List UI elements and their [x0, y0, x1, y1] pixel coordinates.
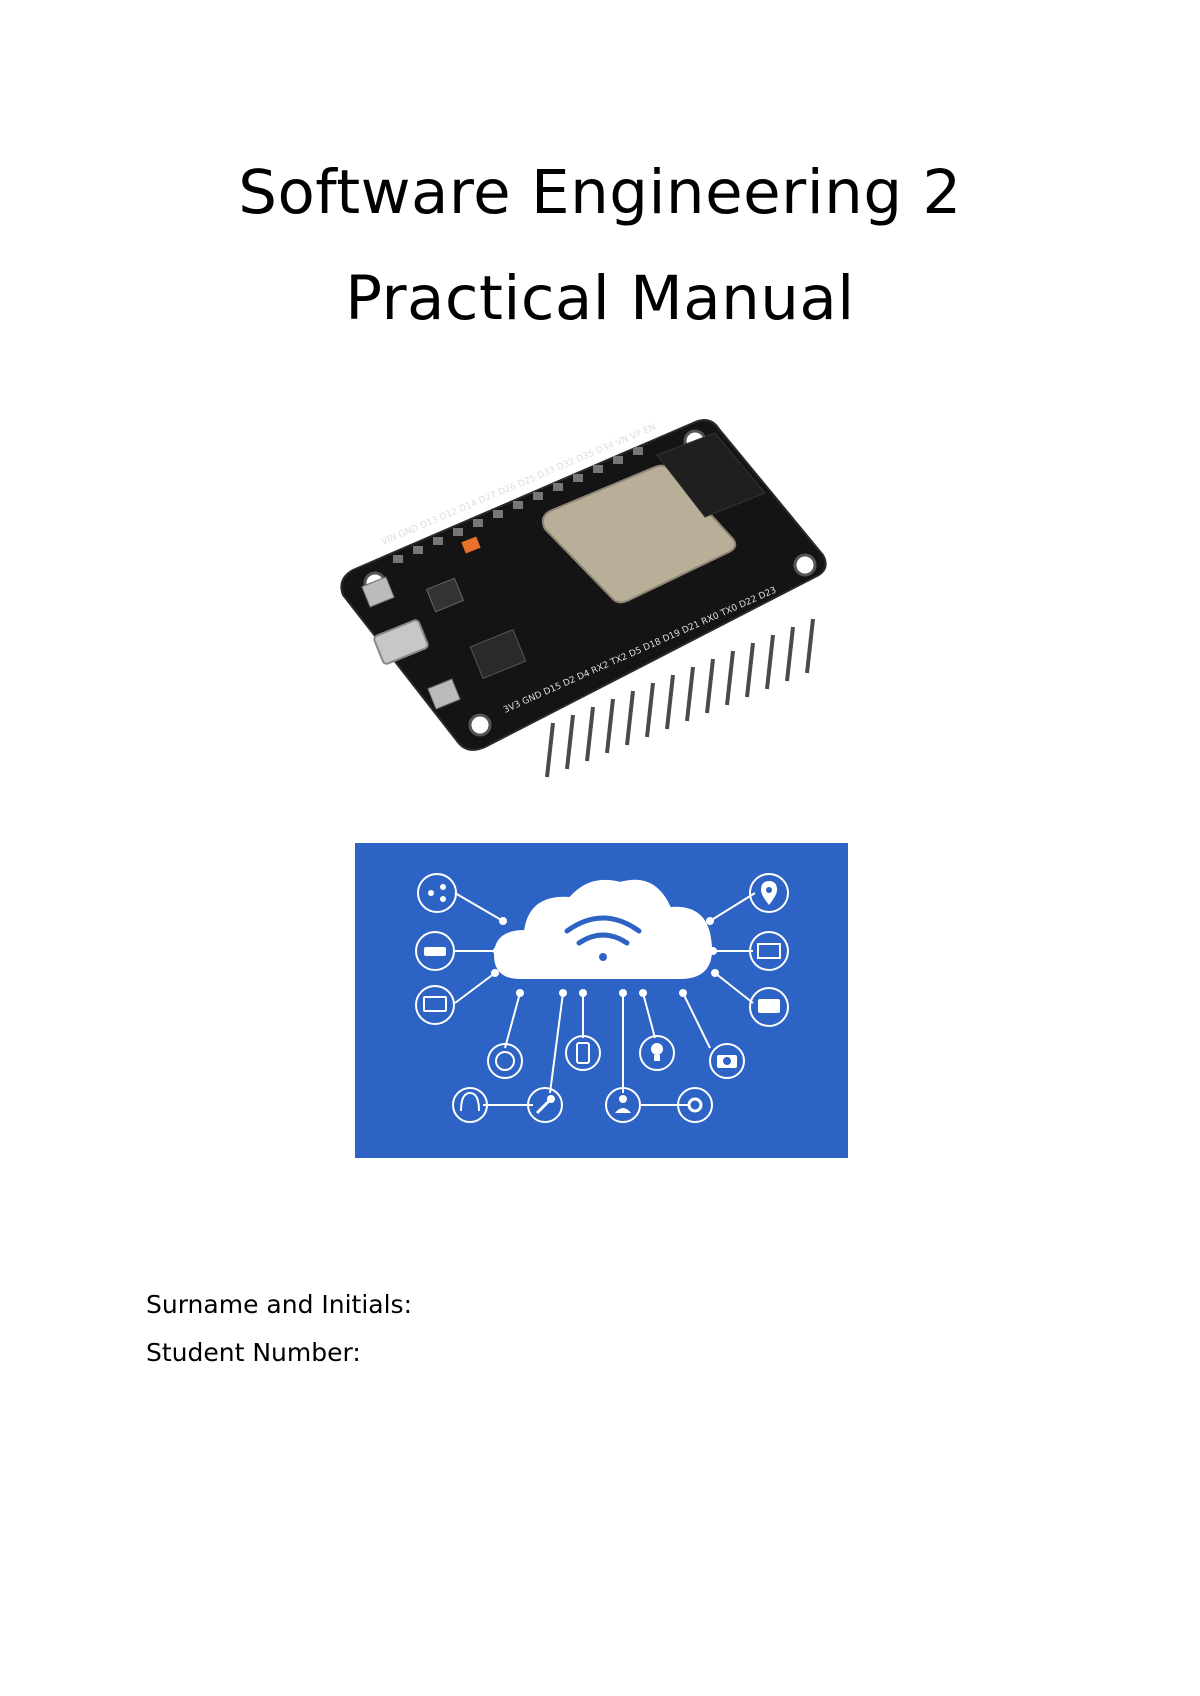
key-icon: [527, 1087, 563, 1123]
mounting-hole: [468, 713, 492, 737]
chat-icon: [749, 987, 789, 1027]
headphones-icon: [452, 1087, 488, 1123]
wifi-icon: [564, 915, 642, 961]
lightbulb-icon: [639, 1035, 675, 1071]
router-icon: [415, 931, 455, 971]
chip-icon: [469, 628, 527, 680]
gear-icon: [677, 1087, 713, 1123]
header-pins-top: [393, 447, 643, 563]
monitor-icon: [415, 985, 455, 1025]
iot-cloud-graphic: [355, 843, 848, 1158]
title-line-2: Practical Manual: [345, 263, 855, 334]
user-icon: [605, 1087, 641, 1123]
esp32-board-image: VIN GND D13 D12 D14 D27 D26 D25 D33 D32 …: [340, 419, 827, 778]
mounting-hole: [793, 553, 817, 577]
share-icon: [417, 873, 457, 913]
button-icon: [361, 576, 395, 608]
regulator-chip: [425, 577, 465, 613]
mail-icon: [749, 931, 789, 971]
globe-icon: [487, 1043, 523, 1079]
pcb-body: [340, 419, 827, 751]
led: [461, 536, 481, 554]
antenna-area: [656, 432, 766, 518]
smartphone-icon: [565, 1035, 601, 1071]
location-pin-icon: [749, 873, 789, 913]
title-line-1: Software Engineering 2: [238, 157, 962, 228]
surname-initials-label: Surname and Initials:: [146, 1290, 413, 1319]
camera-icon: [709, 1043, 745, 1079]
button-icon: [427, 678, 461, 710]
header-pins-bottom: [545, 618, 815, 778]
usb-port-icon: [373, 619, 429, 665]
student-number-label: Student Number:: [146, 1338, 361, 1367]
